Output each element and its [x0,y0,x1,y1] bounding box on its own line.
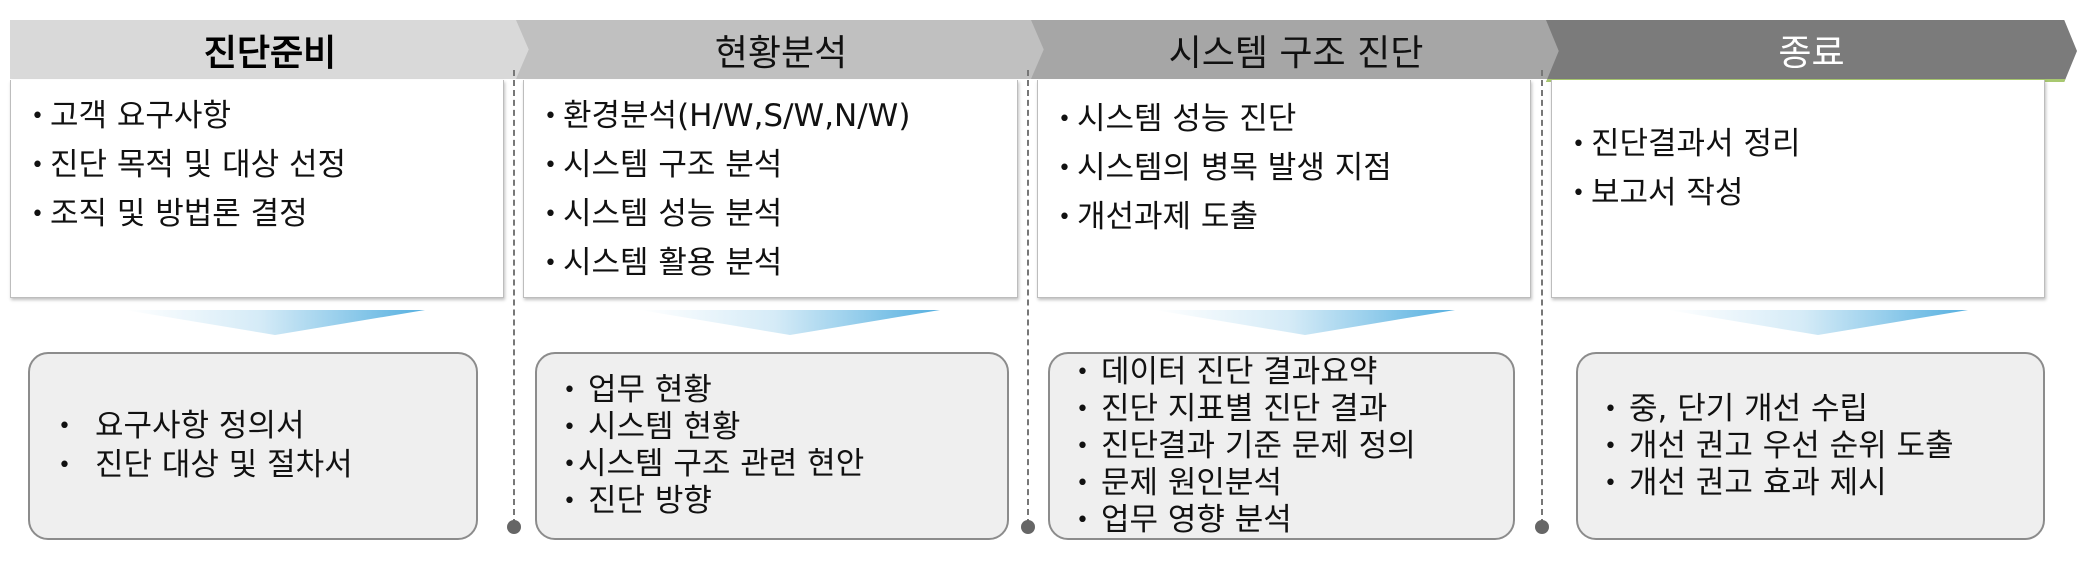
funnel-arrow [640,310,940,335]
output-item: 데이터 진단 결과요약 [1076,354,1513,391]
activity-item: 개선과제 도출 [1058,193,1530,242]
stage-separator [513,70,515,525]
output-item: 개선 권고 우선 순위 도출 [1604,428,2043,465]
activity-item: 조직 및 방법론 결정 [31,190,503,239]
output-box-closing: 중, 단기 개선 수립 개선 권고 우선 순위 도출 개선 권고 효과 제시 [1576,352,2045,540]
separator-dot [1535,520,1549,534]
output-box-preparation: 요구사항 정의서 진단 대상 및 절차서 [28,352,478,540]
output-item: 문제 원인분석 [1076,465,1513,502]
activity-box-current-analysis: 환경분석(H/W,S/W,N/W) 시스템 구조 분석 시스템 성능 분석 시스… [523,80,1018,298]
stage-title: 종료 [1778,32,1845,74]
output-list: 요구사항 정의서 진단 대상 및 절차서 [58,407,476,485]
stage-title: 시스템 구조 진단 [1168,32,1424,74]
output-item: 업무 현황 [563,372,1007,409]
stage-separator [1541,70,1543,525]
stage-header-structure-diagnosis: 시스템 구조 진단 [1031,20,1561,79]
output-item: 업무 영향 분석 [1076,502,1513,539]
activity-item: 환경분석(H/W,S/W,N/W) [544,92,1017,141]
stage-header-current-analysis: 현황분석 [516,20,1046,79]
stage-header-closing: 종료 [1546,20,2077,82]
stage-header-preparation: 진단준비 [10,20,530,79]
activity-list: 고객 요구사항 진단 목적 및 대상 선정 조직 및 방법론 결정 [31,92,503,239]
funnel-arrow [1668,310,1968,335]
stage-title: 현황분석 [714,32,848,74]
output-list: 데이터 진단 결과요약 진단 지표별 진단 결과 진단결과 기준 문제 정의 문… [1076,354,1513,539]
activity-item: 고객 요구사항 [31,92,503,141]
activity-item: 시스템 활용 분석 [544,239,1017,288]
separator-dot [1021,520,1035,534]
output-item: 요구사항 정의서 [58,407,476,446]
separator-dot [507,520,521,534]
activity-box-preparation: 고객 요구사항 진단 목적 및 대상 선정 조직 및 방법론 결정 [10,80,504,298]
activity-item: 시스템 구조 분석 [544,141,1017,190]
activity-item: 시스템의 병목 발생 지점 [1058,144,1530,193]
output-item: 진단결과 기준 문제 정의 [1076,428,1513,465]
output-box-structure-diagnosis: 데이터 진단 결과요약 진단 지표별 진단 결과 진단결과 기준 문제 정의 문… [1048,352,1515,540]
activity-item: 시스템 성능 분석 [544,190,1017,239]
activity-item: 보고서 작성 [1572,169,2044,218]
output-item: 개선 권고 효과 제시 [1604,465,2043,502]
output-item: 진단 방향 [563,483,1007,520]
activity-item: 시스템 성능 진단 [1058,95,1530,144]
output-list: 업무 현황 시스템 현황 시스템 구조 관련 현안 진단 방향 [563,372,1007,520]
output-item: 진단 대상 및 절차서 [58,446,476,485]
activity-item: 진단결과서 정리 [1572,120,2044,169]
output-item: 중, 단기 개선 수립 [1604,391,2043,428]
activity-box-closing: 진단결과서 정리 보고서 작성 [1551,80,2045,298]
output-box-current-analysis: 업무 현황 시스템 현황 시스템 구조 관련 현안 진단 방향 [535,352,1009,540]
funnel-arrow [1155,310,1455,335]
output-item: 시스템 현황 [563,409,1007,446]
activity-box-structure-diagnosis: 시스템 성능 진단 시스템의 병목 발생 지점 개선과제 도출 [1037,80,1531,298]
stage-title: 진단준비 [203,32,337,74]
stage-separator [1027,70,1029,525]
funnel-arrow [125,310,425,335]
activity-list: 시스템 성능 진단 시스템의 병목 발생 지점 개선과제 도출 [1058,95,1530,242]
output-item: 진단 지표별 진단 결과 [1076,391,1513,428]
activity-list: 환경분석(H/W,S/W,N/W) 시스템 구조 분석 시스템 성능 분석 시스… [544,92,1017,288]
activity-item: 진단 목적 및 대상 선정 [31,141,503,190]
activity-list: 진단결과서 정리 보고서 작성 [1572,120,2044,218]
output-list: 중, 단기 개선 수립 개선 권고 우선 순위 도출 개선 권고 효과 제시 [1604,391,2043,502]
output-item: 시스템 구조 관련 현안 [563,446,1007,483]
